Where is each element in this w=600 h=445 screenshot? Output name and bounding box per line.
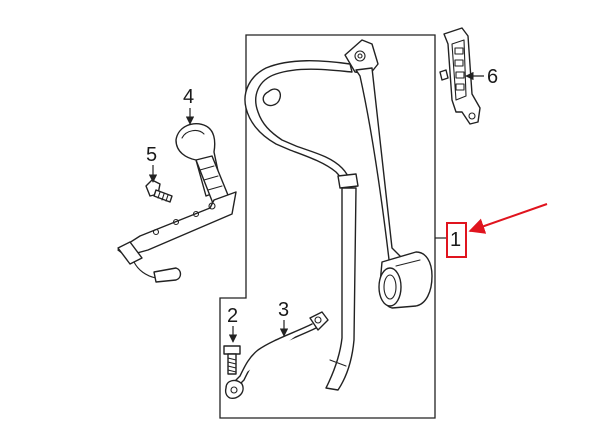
callout-4: 4 xyxy=(183,86,194,108)
callout-2: 2 xyxy=(227,305,238,327)
height-adjuster-part-6 xyxy=(439,27,481,125)
callout-6: 6 xyxy=(487,66,498,88)
assembly-frame xyxy=(219,34,436,419)
buckle-part-4 xyxy=(117,122,237,283)
callout-1: 1 xyxy=(450,229,461,251)
seat-belt-assembly xyxy=(244,39,433,391)
highlight-arrow xyxy=(468,203,548,234)
callout-3: 3 xyxy=(278,299,289,321)
anchor-cable-part-3 xyxy=(224,311,329,399)
bolt-part-5 xyxy=(145,179,173,203)
callout-5: 5 xyxy=(146,144,157,166)
bolt-part-2 xyxy=(223,345,241,375)
highlight-box xyxy=(446,222,467,258)
